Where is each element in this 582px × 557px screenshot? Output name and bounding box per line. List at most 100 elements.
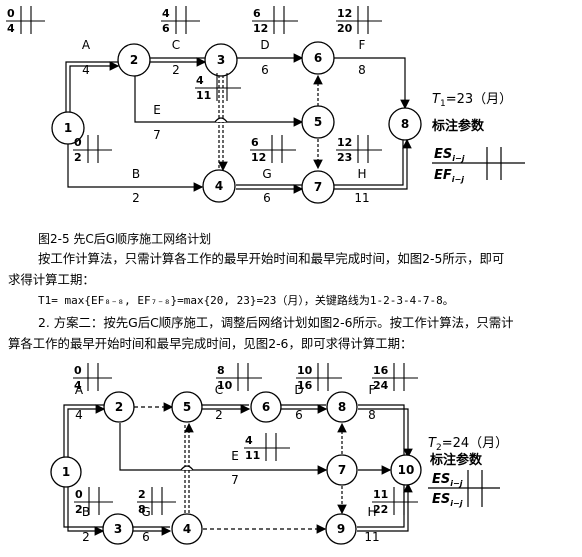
node-8: 8 (388, 107, 422, 141)
node-7: 7 (326, 454, 358, 486)
node-circle (117, 43, 151, 77)
node-1: 1 (50, 456, 82, 488)
legend-box-1 (432, 147, 525, 180)
legend-title-2: 标注参数 (429, 452, 483, 468)
activity-duration-B: 2 (82, 530, 90, 544)
node-5: 5 (301, 105, 335, 139)
paragraph-2-line-1: 2. 方案二：按先G后C顺序施工，调整后网络计划如图2-6所示。按工作计算法，只… (38, 315, 514, 330)
node-2: 2 (103, 391, 135, 423)
param-box: 411 (244, 433, 290, 462)
activity-name-E: E (153, 103, 161, 117)
node-circle (171, 513, 203, 545)
activity-duration-D: 6 (295, 408, 303, 422)
node-label: 2 (115, 400, 123, 414)
paragraph-1-line-1: 按工作计算法，只需计算各工作的最早开始时间和最早完成时间，如图2-5所示，即可 (38, 251, 505, 266)
figure-caption: 图2-5 先C后G顺序施工网络计划 (38, 232, 212, 246)
activity-duration-D: 6 (261, 63, 269, 77)
activity-duration-B: 2 (132, 191, 140, 205)
node-circle (325, 513, 357, 545)
node-6: 6 (250, 391, 282, 423)
param-box: 810 (216, 363, 262, 392)
activity-duration-G: 6 (142, 530, 150, 544)
node-circle (301, 170, 335, 204)
node-circle (390, 454, 422, 486)
activity-duration-A: 4 (75, 408, 83, 422)
node-circle (388, 107, 422, 141)
param-box: 411 (195, 73, 241, 102)
node-circle (51, 111, 85, 145)
legend-title-1: 标注参数 (431, 118, 485, 134)
activity-duration-E: 7 (231, 473, 239, 487)
param-es: 6 (251, 136, 259, 149)
paragraph-2-line-2: 算各工作的最早开始时间和最早完成时间，见图2-6，即可求得计算工期： (8, 336, 413, 351)
activity-duration-G: 6 (263, 191, 271, 205)
activity-name-H: H (357, 167, 366, 181)
node-circle (103, 391, 135, 423)
node-8: 8 (326, 391, 358, 423)
node-label: 7 (314, 180, 322, 194)
activity-name-H: H (367, 505, 376, 519)
formula-line: T1= max{EF₈₋₈, EF₇₋₈}=max{20, 23}=23（月），… (38, 294, 454, 307)
param-es: 4 (196, 74, 204, 87)
param-ef: 4 (7, 22, 15, 35)
node-5: 5 (171, 391, 203, 423)
node-circle (202, 169, 236, 203)
node-7: 7 (301, 170, 335, 204)
param-box: 02 (74, 487, 113, 516)
node-3: 3 (102, 513, 134, 545)
activity-duration-E: 7 (153, 128, 161, 142)
node-circle (326, 454, 358, 486)
node-10: 10 (390, 454, 422, 486)
activity-name-F: F (369, 383, 376, 397)
activity-name-D: D (260, 38, 269, 52)
param-es: 2 (138, 488, 146, 501)
activity-duration-H: 11 (364, 530, 379, 544)
activity-name-A: A (75, 383, 84, 397)
param-es: 0 (74, 136, 82, 149)
activity-name-C: C (172, 38, 180, 52)
node-4: 4 (171, 513, 203, 545)
param-es: 16 (373, 364, 389, 377)
node-label: 4 (183, 522, 191, 536)
param-es: 0 (74, 364, 82, 377)
param-es: 12 (337, 136, 352, 149)
crossing-hop (214, 117, 228, 123)
node-label: 6 (262, 400, 270, 414)
node-label: 4 (215, 179, 223, 193)
param-ef: 22 (373, 503, 388, 516)
node-circle (301, 41, 335, 75)
activity-name-G: G (141, 505, 150, 519)
node-4: 4 (202, 169, 236, 203)
node-label: 5 (183, 400, 191, 414)
param-es: 6 (253, 7, 261, 20)
node-label: 5 (314, 115, 322, 129)
activity-duration-F: 8 (358, 63, 366, 77)
param-box: 28 (137, 487, 176, 516)
param-ef: 6 (162, 22, 170, 35)
activity-name-C: C (215, 383, 223, 397)
node-circle (326, 391, 358, 423)
node-label: 1 (64, 121, 72, 135)
node-9: 9 (325, 513, 357, 545)
activity-name-E: E (231, 449, 239, 463)
activity-name-F: F (359, 38, 366, 52)
node-label: 7 (338, 463, 346, 477)
node-circle (50, 456, 82, 488)
node-circle (102, 513, 134, 545)
param-ef: 2 (74, 151, 82, 164)
activity-name-D: D (294, 383, 303, 397)
node-circle (171, 391, 203, 423)
param-ef: 23 (337, 151, 352, 164)
param-ef: 11 (245, 449, 260, 462)
param-box: 02 (73, 135, 112, 164)
